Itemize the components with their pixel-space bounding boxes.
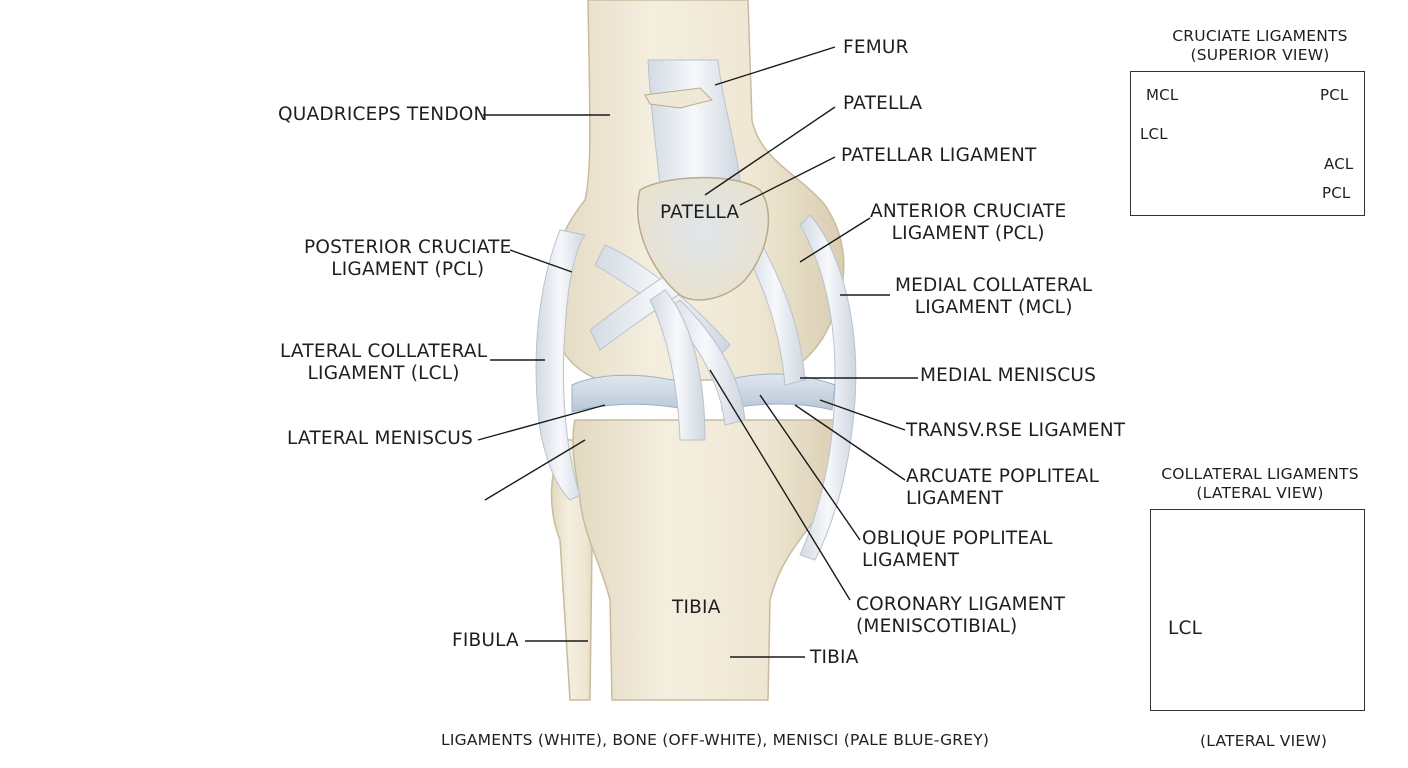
label-line: LIGAMENT (LCL) (307, 363, 460, 384)
patella-bone (637, 176, 770, 301)
inset-lateral-title: COLLATERAL LIGAMENTS (LATERAL VIEW) (1160, 465, 1360, 503)
label-line: ANTERIOR CRUCIATE (870, 201, 1067, 222)
label-line: LIGAMENT (906, 488, 1004, 509)
title-line: (LATERAL VIEW) (1196, 484, 1324, 502)
label-line: POSTERIOR CRUCIATE (304, 237, 512, 258)
label-arcuate-popliteal: ARCUATE POPLITEAL LIGAMENT (906, 466, 1099, 510)
label-coronary-ligament: CORONARY LIGAMENT (MENISCOTIBIAL) (856, 594, 1065, 638)
lcl-ligament (535, 229, 586, 501)
label-line: MEDIAL COLLATERAL (895, 275, 1093, 296)
inset-label-lcl-lateral: LCL (1168, 618, 1203, 639)
label-oblique-popliteal: OBLIQUE POPLITEAL LIGAMENT (862, 528, 1053, 572)
label-medial-collateral: MEDIAL COLLATERAL LIGAMENT (MCL) (895, 275, 1092, 319)
label-medial-meniscus: MEDIAL MENISCUS (920, 365, 1097, 386)
lateral-meniscus (571, 374, 691, 413)
label-tibia-right: TIBIA (810, 647, 859, 668)
label-lateral-collateral: LATERAL COLLATERAL LIGAMENT (LCL) (280, 341, 487, 385)
mcl-ligament (799, 214, 857, 561)
label-posterior-cruciate: POSTERIOR CRUCIATE LIGAMENT (PCL) (304, 237, 512, 281)
label-line: (MENISCOTIBIAL) (856, 616, 1018, 637)
inset-label-lcl: LCL (1140, 125, 1168, 143)
title-line: COLLATERAL LIGAMENTS (1161, 465, 1359, 483)
inset-lateral-footer: (LATERAL VIEW) (1200, 732, 1328, 750)
label-fibula: FIBULA (452, 630, 519, 651)
label-patella-on-bone: PATELLA (660, 202, 740, 223)
inset-lateral-box (1150, 509, 1365, 711)
label-line: OBLIQUE POPLITEAL (862, 528, 1053, 549)
label-patellar-ligament: PATELLAR LIGAMENT (841, 145, 1037, 166)
leader-lines (477, 46, 918, 658)
label-line: LIGAMENT (MCL) (914, 297, 1073, 318)
label-femur: FEMUR (843, 37, 909, 58)
label-line: LATERAL COLLATERAL (280, 341, 488, 362)
label-transverse-ligament: TRANSV.RSE LIGAMENT (906, 420, 1126, 441)
inset-superior-title: CRUCIATE LIGAMENTS (SUPERIOR VIEW) (1160, 27, 1360, 65)
label-patella: PATELLA (843, 93, 923, 114)
inset-label-pcl-top: PCL (1320, 86, 1349, 104)
title-line: (SUPERIOR VIEW) (1190, 46, 1330, 64)
label-anterior-cruciate: ANTERIOR CRUCIATE LIGAMENT (PCL) (870, 201, 1066, 245)
label-tibia-on-bone: TIBIA (672, 597, 721, 618)
label-line: CORONARY LIGAMENT (856, 594, 1066, 615)
tibia-bone (572, 419, 846, 701)
label-lateral-meniscus: LATERAL MENISCUS (287, 428, 473, 449)
patellar-ligament (649, 289, 706, 441)
title-line: CRUCIATE LIGAMENTS (1172, 27, 1348, 45)
label-line: LIGAMENT (862, 550, 960, 571)
label-line: LIGAMENT (PCL) (331, 259, 485, 280)
caption: LIGAMENTS (WHITE), BONE (OFF-WHITE), MEN… (441, 731, 990, 749)
inset-label-mcl: MCL (1146, 86, 1179, 104)
label-line: ARCUATE POPLITEAL (906, 466, 1100, 487)
medial-meniscus (719, 373, 836, 411)
inset-label-acl: ACL (1324, 155, 1354, 173)
label-line: LIGAMENT (PCL) (891, 223, 1045, 244)
label-quadriceps-tendon: QUADRICEPS TENDON (278, 104, 488, 125)
inset-superior-box (1130, 71, 1365, 216)
inset-label-pcl-bottom: PCL (1322, 184, 1351, 202)
